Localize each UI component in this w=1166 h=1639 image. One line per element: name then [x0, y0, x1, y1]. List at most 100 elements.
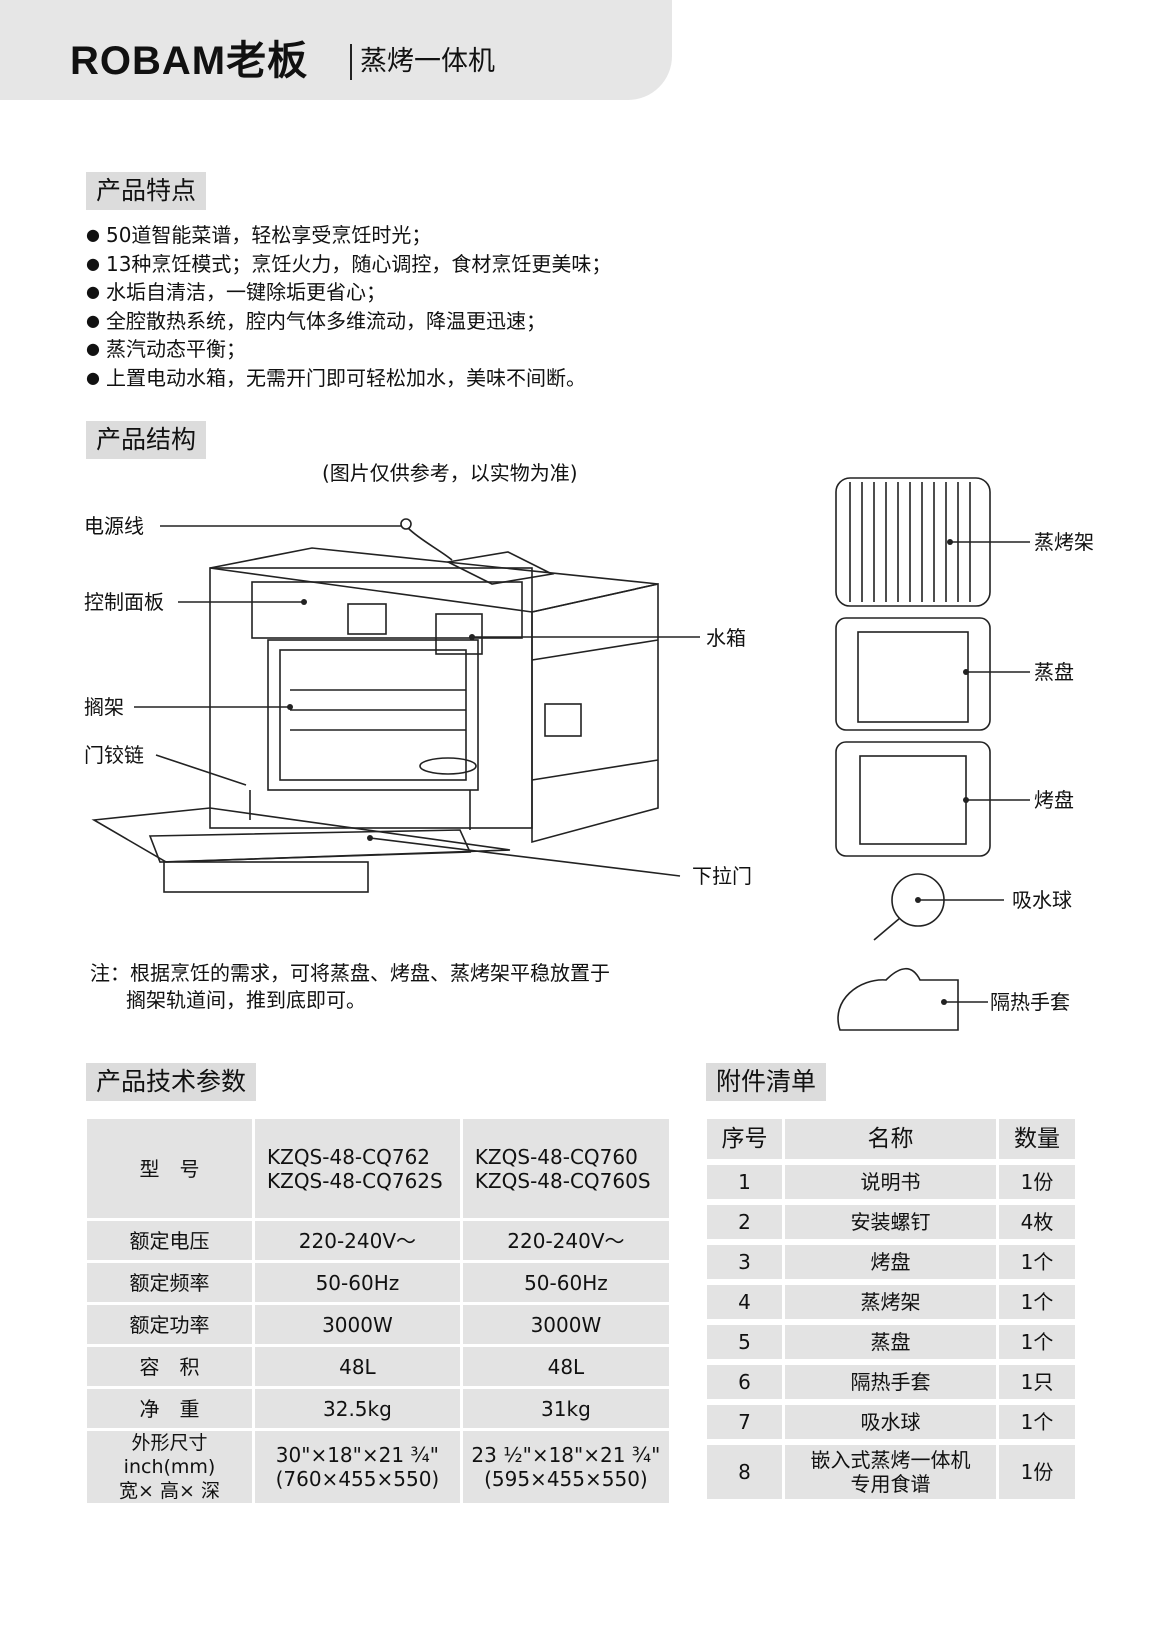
model-b2: KZQS-48-CQ760S — [474, 1168, 651, 1193]
model-b1: KZQS-48-CQ760 — [474, 1144, 638, 1169]
acc-name: 隔热手套 — [785, 1365, 996, 1399]
table-row: 7 吸水球 1个 — [707, 1405, 1075, 1439]
acc-name: 烤盘 — [785, 1245, 996, 1279]
label-steam-rack: 蒸烤架 — [1034, 530, 1094, 554]
spec-value-b: 50-60Hz — [462, 1263, 669, 1302]
acc-name: 蒸盘 — [785, 1325, 996, 1359]
spec-label: 型 号 — [87, 1119, 252, 1218]
header-divider — [350, 44, 352, 80]
spec-label: 额定频率 — [87, 1263, 252, 1302]
dim-label-2: 宽× 高× 深 — [119, 1480, 220, 1502]
spec-dim-a: 30"×18"×21 ¾" (760×455×550) — [255, 1431, 460, 1503]
note-line-2: 搁架轨道间，推到底即可。 — [126, 988, 366, 1012]
specs-title: 产品技术参数 — [86, 1063, 257, 1101]
acc-no: 4 — [707, 1285, 782, 1319]
table-row: 6 隔热手套 1只 — [707, 1365, 1075, 1399]
header-no: 序号 — [707, 1119, 782, 1159]
spec-row-model: 型 号 KZQS-48-CQ762 KZQS-48-CQ762S KZQS-48… — [87, 1119, 669, 1218]
spec-dim-b: 23 ½"×18"×21 ¾" (595×455×550) — [462, 1431, 669, 1503]
accessories-title: 附件清单 — [706, 1063, 827, 1101]
acc-no: 2 — [707, 1205, 782, 1239]
steam-tray-illustration — [835, 617, 991, 731]
spec-value-a: 32.5kg — [255, 1389, 460, 1428]
table-row: 5 蒸盘 1个 — [707, 1325, 1075, 1359]
acc-qty: 1个 — [999, 1405, 1075, 1439]
dim-a1: 30"×18"×21 ¾" — [275, 1443, 439, 1467]
label-baking-tray: 烤盘 — [1034, 788, 1074, 812]
spec-value-a: 50-60Hz — [255, 1263, 460, 1302]
feature-item: 水垢自清洁，一键除垢更省心； — [86, 279, 611, 308]
spec-row-dimensions: 外形尺寸inch(mm) 宽× 高× 深 30"×18"×21 ¾" (760×… — [87, 1431, 669, 1503]
label-steam-tray: 蒸盘 — [1034, 660, 1074, 684]
acc-qty: 1份 — [999, 1445, 1075, 1499]
label-oven-glove: 隔热手套 — [990, 990, 1070, 1014]
spec-value-b: 48L — [462, 1347, 669, 1386]
table-row: 额定功率 3000W 3000W — [87, 1305, 669, 1344]
structure-caption: (图片仅供参考，以实物为准) — [322, 461, 578, 485]
dim-b2: (595×455×550) — [484, 1467, 648, 1491]
table-row: 容 积 48L 48L — [87, 1347, 669, 1386]
acc-qty: 1份 — [999, 1165, 1075, 1199]
acc-no: 1 — [707, 1165, 782, 1199]
dim-label-1: 外形尺寸inch(mm) — [123, 1432, 216, 1478]
product-name: 蒸烤一体机 — [360, 46, 495, 77]
spec-label: 净 重 — [87, 1389, 252, 1428]
table-row: 4 蒸烤架 1个 — [707, 1285, 1075, 1319]
acc-qty: 1个 — [999, 1325, 1075, 1359]
header-name: 名称 — [785, 1119, 996, 1159]
label-sponge: 吸水球 — [1012, 888, 1072, 912]
acc-qty: 1个 — [999, 1245, 1075, 1279]
spec-label: 容 积 — [87, 1347, 252, 1386]
feature-item: 蒸汽动态平衡； — [86, 336, 611, 365]
spec-table: 型 号 KZQS-48-CQ762 KZQS-48-CQ762S KZQS-48… — [84, 1116, 672, 1506]
table-row: 2 安装螺钉 4枚 — [707, 1205, 1075, 1239]
acc-no: 3 — [707, 1245, 782, 1279]
acc-name-line-1: 嵌入式蒸烤一体机 — [810, 1448, 971, 1472]
model-a2: KZQS-48-CQ762S — [267, 1168, 443, 1193]
acc-qty: 4枚 — [999, 1205, 1075, 1239]
spec-value-a: 48L — [255, 1347, 460, 1386]
dim-a2: (760×455×550) — [275, 1467, 440, 1491]
acc-no: 8 — [707, 1445, 782, 1499]
feature-item: 上置电动水箱，无需开门即可轻松加水，美味不间断。 — [86, 365, 611, 394]
spec-model-b: KZQS-48-CQ760 KZQS-48-CQ760S — [462, 1119, 669, 1218]
header-band — [0, 0, 672, 100]
note-line-1: 注：根据烹饪的需求，可将蒸盘、烤盘、蒸烤架平稳放置于 — [90, 961, 610, 985]
oven-illustration — [91, 518, 659, 893]
spec-label: 额定功率 — [87, 1305, 252, 1344]
feature-item: 13种烹饪模式；烹饪火力，随心调控，食材烹饪更美味； — [86, 251, 611, 280]
features-title: 产品特点 — [86, 172, 207, 210]
feature-item: 全腔散热系统，腔内气体多维流动，降温更迅速； — [86, 308, 611, 337]
header-qty: 数量 — [999, 1119, 1075, 1159]
accessory-table: 序号 名称 数量 1 说明书 1份 2 安装螺钉 4枚 3 烤盘 1个 4 蒸烤… — [704, 1113, 1078, 1505]
label-water-tank: 水箱 — [706, 626, 746, 650]
acc-name-recipe: 嵌入式蒸烤一体机 专用食谱 — [785, 1445, 996, 1499]
table-row: 8 嵌入式蒸烤一体机 专用食谱 1份 — [707, 1445, 1075, 1499]
acc-no: 5 — [707, 1325, 782, 1359]
table-row: 额定电压 220-240V～ 220-240V～ — [87, 1221, 669, 1260]
acc-name-line-2: 专用食谱 — [850, 1472, 931, 1496]
structure-drawing — [91, 477, 1030, 1031]
spec-value-b: 31kg — [462, 1389, 669, 1428]
acc-name: 安装螺钉 — [785, 1205, 996, 1239]
acc-no: 6 — [707, 1365, 782, 1399]
feature-list: 50道智能菜谱，轻松享受烹饪时光； 13种烹饪模式；烹饪火力，随心调控，食材烹饪… — [86, 222, 611, 393]
dim-b1: 23 ½"×18"×21 ¾" — [471, 1443, 661, 1467]
acc-name: 蒸烤架 — [785, 1285, 996, 1319]
spec-value-b: 220-240V～ — [462, 1221, 669, 1260]
structure-note: 注：根据烹饪的需求，可将蒸盘、烤盘、蒸烤架平稳放置于 搁架轨道间，推到底即可。 — [90, 960, 610, 1014]
table-row: 额定频率 50-60Hz 50-60Hz — [87, 1263, 669, 1302]
label-power-cord: 电源线 — [84, 514, 144, 538]
label-rack-rail: 搁架 — [84, 695, 124, 719]
spec-value-a: 220-240V～ — [255, 1221, 460, 1260]
structure-title: 产品结构 — [86, 421, 207, 459]
spec-label-dimensions: 外形尺寸inch(mm) 宽× 高× 深 — [87, 1431, 252, 1503]
label-control-panel: 控制面板 — [84, 590, 164, 614]
brand-logo: ROBAM老板 — [70, 39, 309, 83]
acc-name: 吸水球 — [785, 1405, 996, 1439]
glove-illustration — [837, 967, 959, 1031]
sponge-illustration — [873, 873, 945, 941]
label-door-hinge: 门铰链 — [84, 743, 144, 767]
spec-model-a: KZQS-48-CQ762 KZQS-48-CQ762S — [255, 1119, 460, 1218]
acc-name: 说明书 — [785, 1165, 996, 1199]
